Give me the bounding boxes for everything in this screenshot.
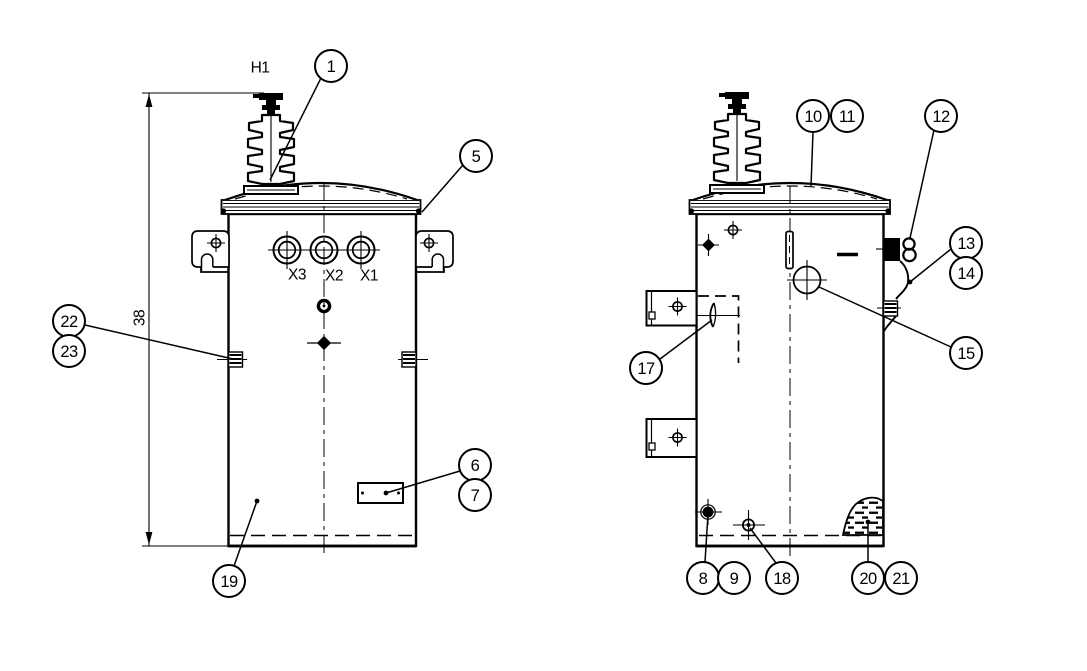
callout-20: 20 (851, 519, 885, 595)
lifting-hook (709, 302, 717, 328)
callout-7: 7 (458, 478, 492, 512)
front-view: 38 (131, 59, 454, 557)
callout-number: 15 (957, 345, 975, 363)
callout-21: 21 (884, 561, 918, 595)
lv-bushing-x2 (305, 235, 343, 265)
callout-number: 19 (220, 573, 238, 591)
callout-number: 11 (839, 108, 855, 126)
callout-14: 14 (949, 256, 983, 290)
callout-number: 6 (471, 457, 480, 475)
callout-11: 11 (830, 99, 864, 133)
callout-number: 17 (637, 360, 655, 378)
callout-number: 22 (60, 313, 78, 331)
side-bracket-upper (645, 290, 698, 327)
callout-number: 18 (773, 570, 791, 588)
front-cover-clamp (220, 199, 422, 215)
lv-bushing-x3 (268, 231, 306, 269)
lv-label-x1: X1 (360, 267, 378, 284)
side-ground-pad (877, 300, 901, 332)
weld-slot (785, 230, 794, 270)
front-lifting-eye (316, 298, 332, 314)
callout-22: 22 (52, 304, 234, 360)
callout-number: 5 (472, 148, 481, 166)
height-dimension-value: 38 (131, 310, 148, 326)
callout-17: 17 (629, 319, 713, 385)
height-dimension: 38 (131, 92, 264, 547)
callout-10: 10 (796, 99, 830, 187)
front-lv-bushings: X3 X2 X1 (268, 231, 380, 284)
callout-number: 14 (957, 265, 975, 283)
callout-number: 9 (730, 570, 739, 588)
callout-9: 9 (717, 561, 751, 595)
callout-number: 12 (932, 108, 950, 126)
lv-label-x3: X3 (288, 266, 306, 283)
callout-number: 20 (859, 570, 877, 588)
callout-19: 19 (212, 498, 260, 598)
callout-number: 10 (804, 108, 822, 126)
callout-number: 13 (957, 235, 975, 253)
pressure-relief-valve (876, 237, 917, 263)
hand-hole (787, 260, 827, 300)
callout-number: 23 (60, 343, 78, 361)
callout-12: 12 (909, 99, 958, 239)
callout-23: 23 (52, 334, 86, 368)
side-cover-clamp (688, 199, 891, 215)
callout-15: 15 (818, 286, 983, 370)
front-ground-pad-right (398, 351, 428, 368)
callout-5: 5 (421, 139, 493, 213)
hidden-hanger-boss (697, 295, 740, 363)
callout-number: 21 (892, 570, 910, 588)
callout-number: 8 (699, 570, 708, 588)
front-bracket-right (415, 230, 454, 273)
callout-1: 1 (269, 49, 348, 181)
hv-terminal-label: H1 (251, 59, 270, 76)
callout-18: 18 (749, 527, 799, 595)
callout-number: 7 (471, 487, 480, 505)
lv-label-x2: X2 (325, 267, 343, 284)
front-bracket-left (191, 230, 230, 273)
bottom-drain-bolt (733, 510, 765, 540)
lv-bushing-x1 (342, 231, 380, 269)
nameplate (357, 482, 404, 504)
callout-number: 1 (327, 58, 336, 76)
lv-bushing-side-profile (895, 260, 910, 300)
front-drain-plug (307, 335, 341, 351)
side-hv-bushing (708, 90, 766, 195)
oil-sediment-patch (841, 496, 884, 536)
side-bracket-lower (645, 418, 698, 458)
side-view (645, 90, 917, 557)
